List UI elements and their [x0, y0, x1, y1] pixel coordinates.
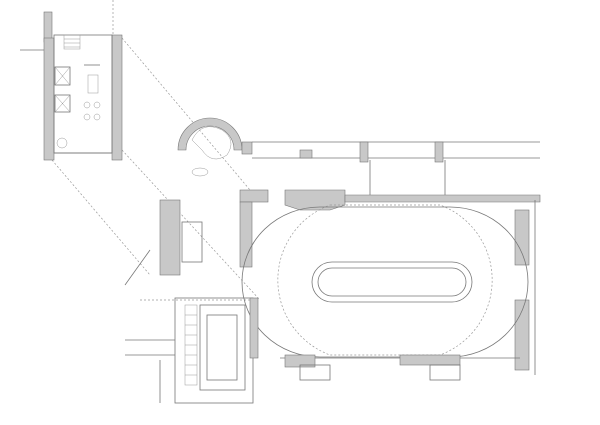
lower-wall	[280, 354, 520, 381]
stairs-icon	[184, 304, 246, 391]
inset-plan	[20, 11, 123, 161]
stairwell	[124, 249, 259, 404]
elevator-icon	[54, 66, 71, 113]
stairs-icon	[63, 34, 81, 50]
oval-hall	[241, 204, 529, 358]
right-wall	[514, 200, 536, 375]
rotunda	[159, 117, 269, 276]
projection-lines	[51, 0, 261, 301]
upper-wall	[252, 141, 541, 211]
